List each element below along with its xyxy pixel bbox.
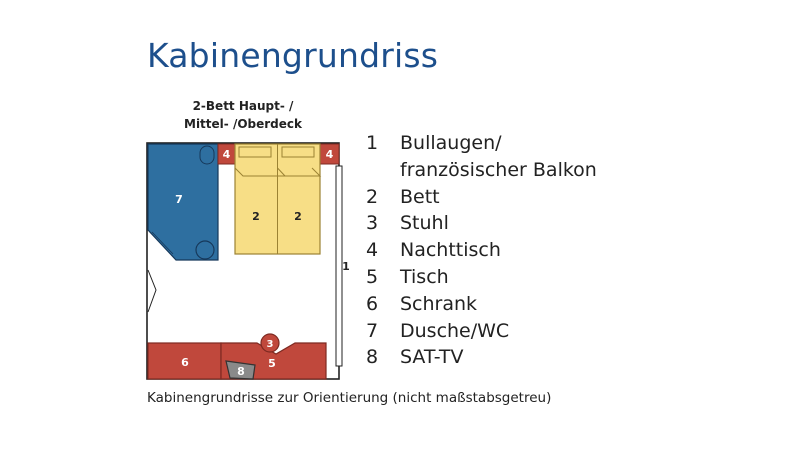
- legend-text: Schrank: [400, 292, 478, 315]
- bed-right-number: 2: [294, 210, 302, 223]
- legend-number: 8: [366, 346, 379, 369]
- sat-tv-number: 8: [237, 365, 245, 378]
- chair: 3: [260, 333, 280, 353]
- legend-item: 2 Bett: [366, 184, 597, 211]
- legend-number: 3: [366, 212, 379, 235]
- cabin-type-line-2: Mittel- /Oberdeck: [184, 117, 302, 131]
- balcony-number: 1: [342, 260, 350, 273]
- legend-text: Bett: [400, 185, 440, 208]
- shower-wc-number: 7: [175, 193, 183, 206]
- legend-item: 1 Bullaugen/ französischer Balkon: [366, 130, 597, 184]
- entrance-door: [147, 269, 157, 313]
- legend-text: Tisch: [400, 265, 449, 288]
- legend-item: 7 Dusche/WC: [366, 318, 597, 345]
- floor-plan-legend: 1 Bullaugen/ französischer Balkon 2 Bett 3…: [366, 130, 597, 371]
- legend-number: 1: [366, 132, 379, 154]
- legend-item: 8 SAT-TV: [366, 344, 597, 371]
- desk-table-number: 5: [268, 357, 276, 370]
- shower-wc: 7: [147, 143, 219, 261]
- legend-text: SAT-TV: [400, 346, 464, 369]
- sat-tv: 8: [225, 360, 256, 380]
- wardrobe-number: 6: [181, 356, 189, 369]
- twin-beds: 2 2: [234, 143, 322, 255]
- chair-number: 3: [267, 339, 274, 350]
- cabin-type-line-1: 2-Bett Haupt- /: [192, 99, 294, 113]
- nightstand-right: 4: [319, 143, 340, 165]
- legend-number: 2: [366, 185, 379, 208]
- nightstand-right-number: 4: [326, 148, 334, 161]
- legend-item: 3 Stuhl: [366, 210, 597, 237]
- plan-caption: Kabinengrundrisse zur Orientierung (nich…: [147, 390, 552, 406]
- legend-text: Bullaugen/ französischer Balkon: [400, 132, 597, 181]
- legend-number: 4: [366, 239, 379, 262]
- wardrobe: 6: [147, 342, 222, 380]
- legend-number: 5: [366, 265, 379, 288]
- nightstand-left-number: 4: [223, 148, 231, 161]
- cabin-floor-plan: 7 4 4 2 2 1 6 5 3: [146, 142, 350, 380]
- nightstand-left: 4: [217, 143, 236, 165]
- cabin-type-heading: 2-Bett Haupt- / Mittel- /Oberdeck: [178, 97, 308, 133]
- french-balcony: 1: [335, 165, 350, 367]
- legend-text: Stuhl: [400, 212, 449, 235]
- legend-item: 4 Nachttisch: [366, 237, 597, 264]
- legend-text: Nachttisch: [400, 239, 501, 262]
- legend-item: 6 Schrank: [366, 291, 597, 318]
- legend-number: 6: [366, 292, 379, 315]
- legend-number: 7: [366, 319, 379, 342]
- legend-text: Dusche/WC: [400, 319, 510, 342]
- bed-left-number: 2: [252, 210, 260, 223]
- page-title: Kabinengrundriss: [147, 36, 439, 75]
- legend-item: 5 Tisch: [366, 264, 597, 291]
